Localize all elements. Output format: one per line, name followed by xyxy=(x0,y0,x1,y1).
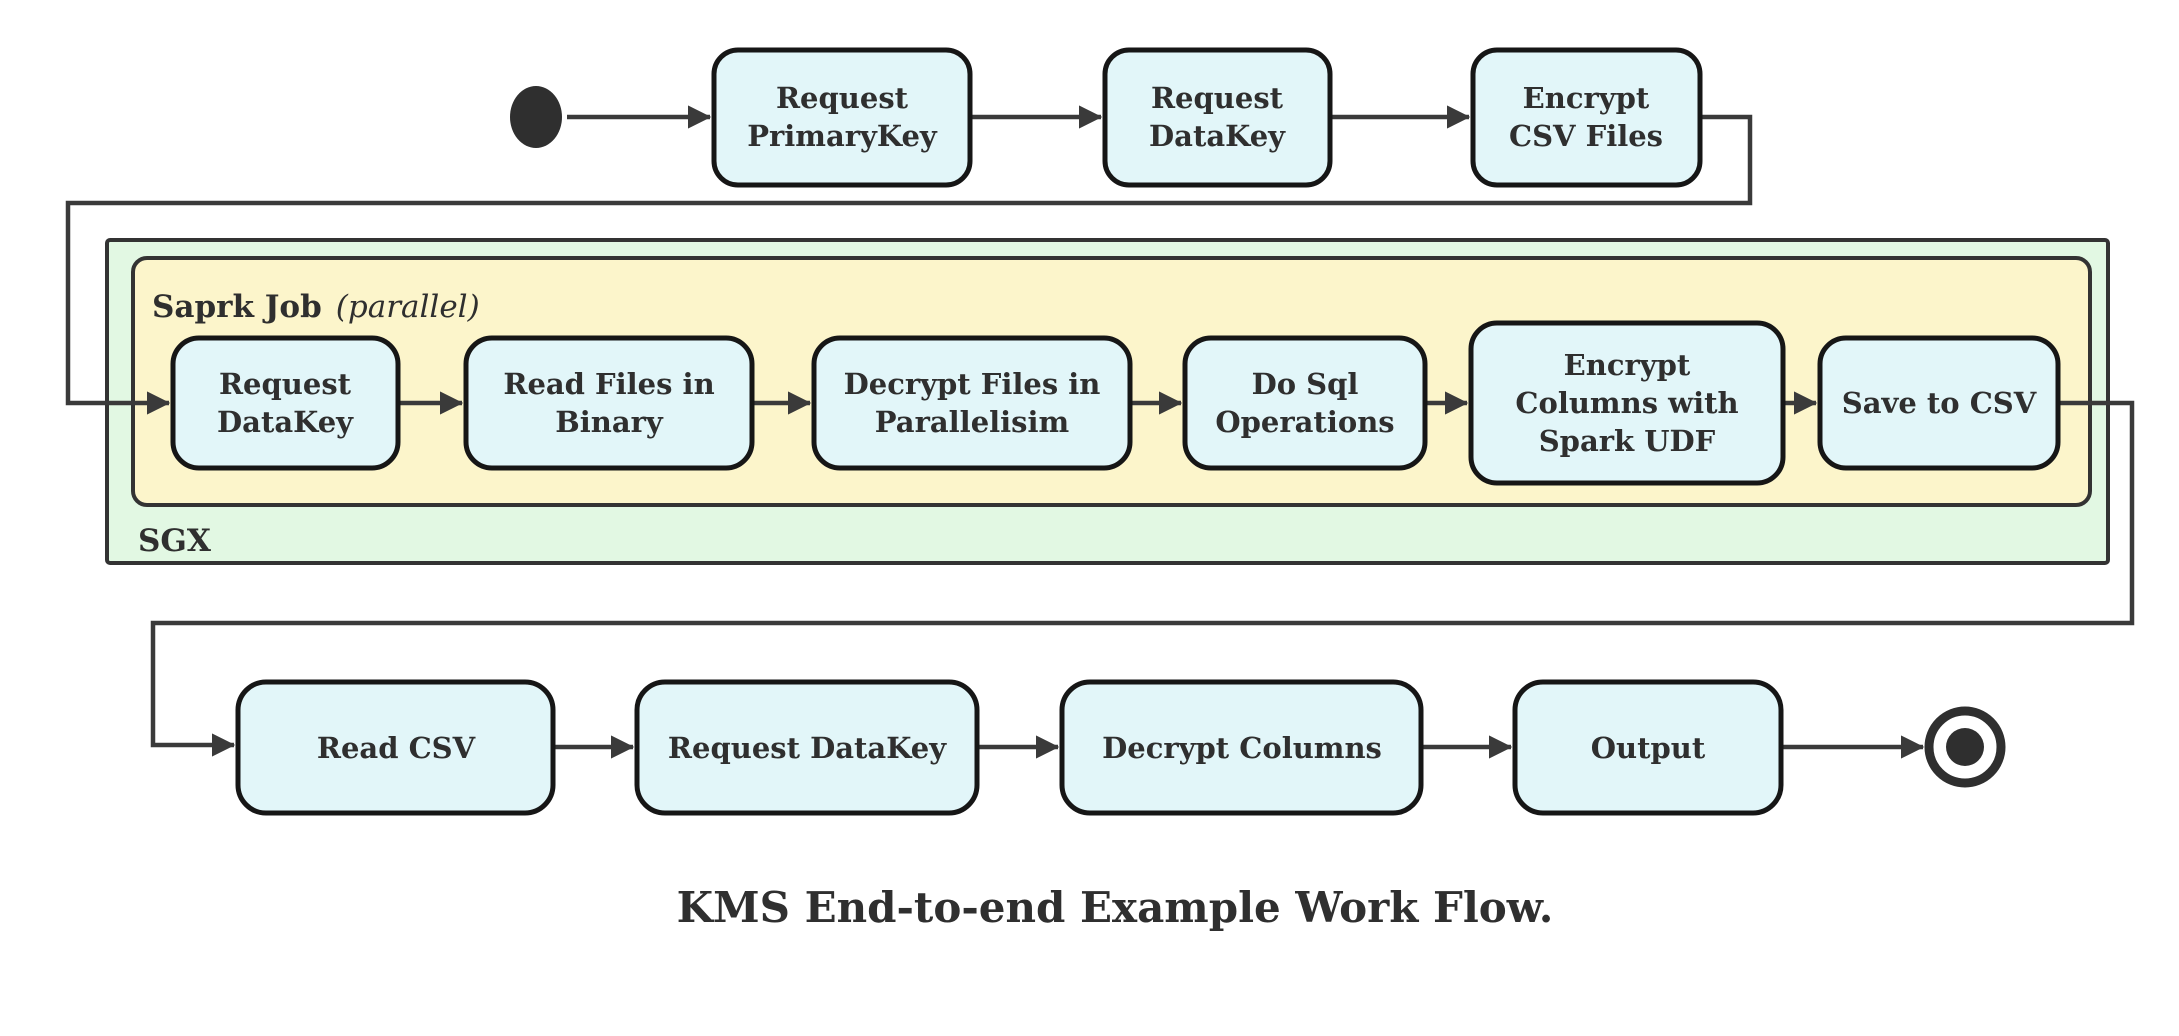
node-read-csv-box xyxy=(235,679,556,816)
diagram-caption: KMS End-to-end Example Work Flow. xyxy=(677,883,1554,932)
node-save-to-csv-label: Save to CSV xyxy=(1842,386,2037,420)
end-node-core xyxy=(1946,728,1984,766)
flow-encrypt-csv-files-to-sgx xyxy=(65,114,1753,415)
node-request-datakey-top-box xyxy=(1102,47,1333,188)
node-read-files-in-binary-box xyxy=(463,335,755,471)
node-save-to-csv-box xyxy=(1817,335,2061,471)
node-encrypt-csv-files-box xyxy=(1470,47,1703,188)
node-decrypt-columns-label: Decrypt Columns xyxy=(1102,731,1382,765)
node-request-datakey-sgx-box xyxy=(170,335,401,471)
node-encrypt-columns-with-spark-udf-box xyxy=(1468,320,1786,486)
spark-job-label-suffix: (parallel) xyxy=(336,289,480,325)
flow-save-to-csv-to-read-csv xyxy=(150,400,2135,757)
spark-job-label: Saprk Job (parallel) xyxy=(152,289,480,325)
node-decrypt-files-in-parallelisim-box xyxy=(811,335,1133,471)
node-save-to-csv: Save to CSV xyxy=(1817,335,2061,471)
node-do-sql-operations-box xyxy=(1182,335,1428,471)
node-read-csv: Read CSV xyxy=(235,679,556,816)
node-output: Output xyxy=(1512,679,1784,816)
node-request-datakey-bottom: Request DataKey xyxy=(634,679,980,816)
sgx-label: SGX xyxy=(138,523,212,559)
node-request-datakey-bottom-label: Request DataKey xyxy=(668,731,947,765)
node-request-datakey-bottom-box xyxy=(634,679,980,816)
spark-job-label-text: Saprk Job xyxy=(152,289,322,325)
node-read-csv-label: Read CSV xyxy=(317,731,476,765)
node-decrypt-columns: Decrypt Columns xyxy=(1059,679,1424,816)
end-node-icon xyxy=(1924,706,2006,788)
node-decrypt-columns-box xyxy=(1059,679,1424,816)
node-request-primarykey-box xyxy=(711,47,973,188)
node-output-label: Output xyxy=(1591,731,1706,765)
node-output-box xyxy=(1512,679,1784,816)
start-node-icon xyxy=(510,86,562,148)
